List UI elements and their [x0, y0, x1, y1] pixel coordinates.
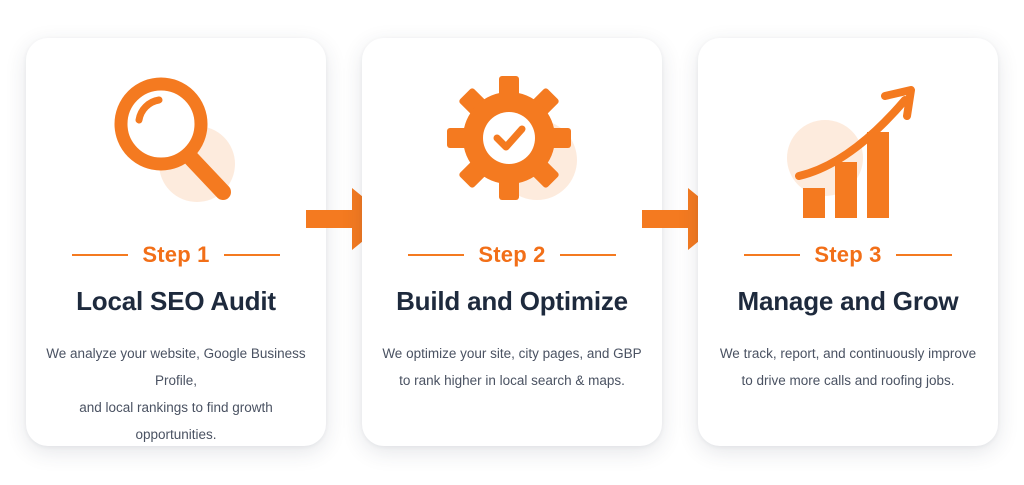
step-description: We analyze your website, Google Business… [38, 340, 314, 448]
gear-check-icon [437, 64, 587, 224]
step-description-line: We analyze your website, Google Business… [46, 346, 306, 388]
growth-chart-icon [773, 64, 923, 224]
step-card-2: Step 2 Build and Optimize We optimize yo… [362, 38, 662, 446]
step-description-line: to rank higher in local search & maps. [399, 373, 625, 388]
step-divider-right [559, 254, 616, 256]
step-divider-right [895, 254, 952, 256]
step-card-1: Step 1 Local SEO Audit We analyze your w… [26, 38, 326, 446]
step-title: Local SEO Audit [76, 286, 276, 316]
step-description: We optimize your site, city pages, and G… [374, 340, 650, 394]
step-divider-left [72, 254, 129, 256]
magnifying-glass-icon [101, 64, 251, 224]
step-divider-left [408, 254, 465, 256]
step-label: Step 2 [478, 242, 546, 267]
step-label: Step 1 [142, 242, 210, 267]
step-card-3: Step 3 Manage and Grow We track, report,… [698, 38, 998, 446]
step-heading: Step 3 [698, 242, 998, 268]
step-description-line: and local rankings to find growth opport… [79, 400, 273, 442]
step-description-line: We track, report, and continuously impro… [719, 346, 977, 361]
step-heading: Step 1 [26, 242, 326, 268]
step-label: Step 3 [814, 242, 882, 267]
step-divider-left [744, 254, 801, 256]
step-description-line: to drive more calls and roofing jobs. [741, 373, 955, 388]
step-description-line: We optimize your site, city pages, and G… [382, 346, 642, 361]
step-title: Build and Optimize [396, 286, 628, 316]
step-heading: Step 2 [362, 242, 662, 268]
step-divider-right [223, 254, 280, 256]
step-description: We track, report, and continuously impro… [710, 340, 986, 394]
step-title: Manage and Grow [737, 286, 959, 316]
